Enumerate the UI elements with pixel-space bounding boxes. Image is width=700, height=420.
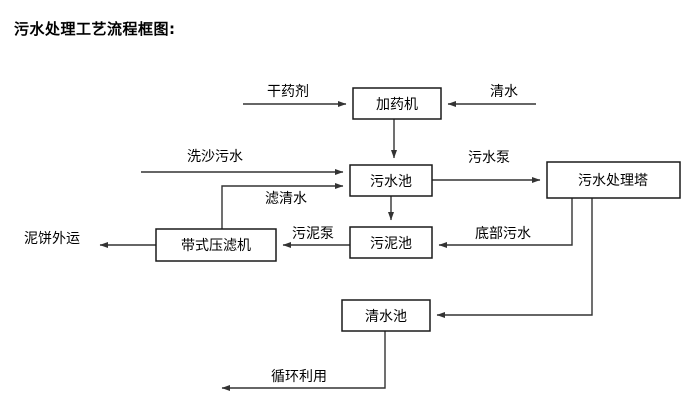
- node-box-dosing[interactable]: [352, 87, 442, 120]
- edge-label-bottom-water: 底部污水: [475, 226, 531, 242]
- edge-label-sewage-pump: 污水泵: [468, 150, 510, 166]
- node-label-sludge-pool: 污泥池: [370, 236, 412, 252]
- node-label-sewage-pool: 污水池: [370, 174, 412, 190]
- edge-tower-to-clear-pool: [436, 198, 593, 319]
- node-box-filter-press[interactable]: [155, 228, 277, 262]
- node-label-filter-press: 带式压滤机: [181, 238, 251, 254]
- io-label-dry-agent: 干药剂: [267, 84, 309, 100]
- node-dosing[interactable]: 加药机: [352, 87, 442, 120]
- edge-filtrate-to-sewage-pool: [221, 182, 344, 229]
- node-label-dosing: 加药机: [376, 97, 418, 113]
- node-filter-press[interactable]: 带式压滤机: [155, 228, 277, 262]
- node-sewage-pool[interactable]: 污水池: [349, 164, 433, 197]
- node-box-sludge-pool[interactable]: [349, 226, 433, 259]
- node-clear-pool[interactable]: 清水池: [341, 299, 431, 332]
- node-treatment-tower[interactable]: 污水处理塔: [546, 161, 681, 199]
- node-sludge-pool[interactable]: 污泥池: [349, 226, 433, 259]
- node-box-treatment-tower[interactable]: [546, 161, 681, 199]
- edge-label-recycle: 循环利用: [271, 369, 327, 385]
- io-label-cake-out: 泥饼外运: [24, 231, 80, 247]
- node-label-clear-pool: 清水池: [365, 309, 407, 325]
- edge-clear-pool-to-recycle: [221, 331, 386, 392]
- edge-tower-bottom-water-to-sludge-pool: [438, 198, 573, 249]
- edge-label-sand-wash: 洗沙污水: [187, 149, 243, 165]
- io-label-clean-water: 清水: [490, 84, 518, 100]
- edge-label-sludge-pump: 污泥泵: [292, 226, 334, 242]
- node-label-treatment-tower: 污水处理塔: [578, 173, 648, 189]
- node-box-sewage-pool[interactable]: [349, 164, 433, 197]
- page-title: 污水处理工艺流程框图:: [14, 20, 176, 38]
- node-box-clear-pool[interactable]: [341, 299, 431, 332]
- edge-label-filtrate: 滤清水: [265, 191, 307, 207]
- connector-layer: [99, 100, 593, 392]
